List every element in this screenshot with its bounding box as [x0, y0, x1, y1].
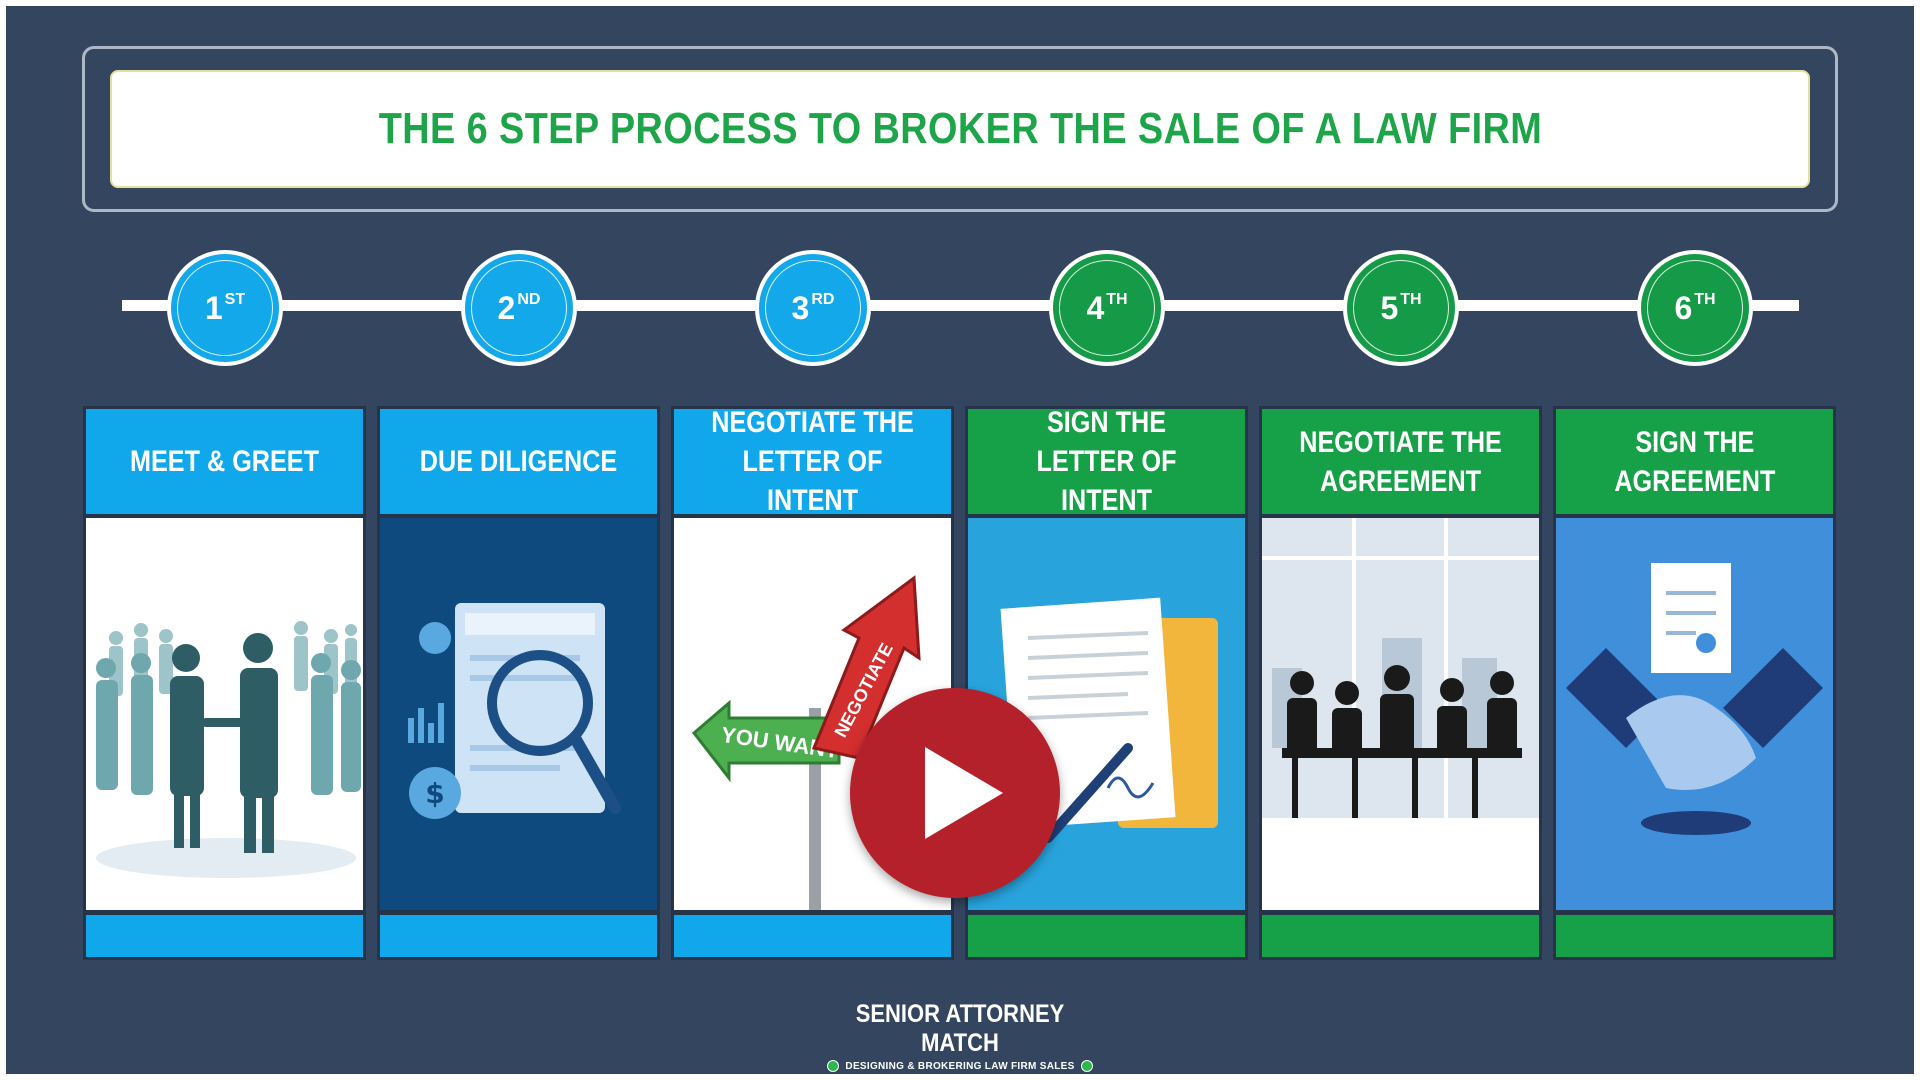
- card-title: MEET & GREET: [129, 445, 319, 478]
- company-logo: SENIOR ATTORNEY MATCH DESIGNING & BROKER…: [800, 1000, 1120, 1072]
- card-title: SIGN THE LETTER OF INTENT: [1036, 406, 1177, 517]
- card-header: MEET & GREET: [86, 409, 363, 514]
- card-footer: [86, 915, 363, 957]
- logo-name: SENIOR ATTORNEY MATCH: [855, 1000, 1065, 1057]
- card-footer: [380, 915, 657, 957]
- card-header: NEGOTIATE THE AGREEMENT: [1262, 409, 1539, 514]
- card-footer: [1556, 915, 1833, 957]
- step-2-card: DUE DILIGENCE $: [377, 406, 660, 960]
- handshake-crowd-illustration: [86, 518, 363, 910]
- card-title: NEGOTIATE THE AGREEMENT: [1299, 425, 1502, 498]
- step-ordinal: TH: [1694, 291, 1716, 308]
- card-title: SIGN THE AGREEMENT: [1613, 425, 1776, 498]
- step-1-card: MEET & GREET: [83, 406, 366, 960]
- card-header: SIGN THE LETTER OF INTENT: [968, 406, 1245, 517]
- step-ordinal: RD: [811, 291, 835, 308]
- card-footer: [968, 915, 1245, 957]
- card-header: SIGN THE AGREEMENT: [1556, 409, 1833, 514]
- play-video-button[interactable]: [850, 688, 1060, 898]
- play-icon: [925, 747, 1003, 839]
- step-6-card: SIGN THE AGREEMENT: [1553, 406, 1836, 960]
- title-frame: [82, 46, 1838, 212]
- card-title: DUE DILIGENCE: [419, 445, 618, 478]
- step-ordinal: TH: [1400, 291, 1422, 308]
- title-box: THE 6 STEP PROCESS TO BROKER THE SALE OF…: [110, 70, 1810, 188]
- page-title: THE 6 STEP PROCESS TO BROKER THE SALE OF…: [378, 104, 1542, 153]
- handshake-contract-illustration: [1556, 518, 1833, 910]
- timeline-line: [122, 300, 1799, 311]
- step-5-card: NEGOTIATE THE AGREEMENT: [1259, 406, 1542, 960]
- svg-text:$: $: [425, 777, 444, 810]
- step-ordinal: ND: [517, 291, 541, 308]
- card-footer: [1262, 915, 1539, 957]
- card-title: NEGOTIATE THE LETTER OF INTENT: [711, 406, 914, 517]
- card-header: DUE DILIGENCE: [380, 409, 657, 514]
- meeting-silhouettes-illustration: [1262, 518, 1539, 910]
- logo-dot-icon: [827, 1060, 840, 1072]
- step-ordinal: TH: [1106, 291, 1128, 308]
- step-ordinal: ST: [224, 291, 246, 308]
- card-footer: [674, 915, 951, 957]
- card-header: NEGOTIATE THE LETTER OF INTENT: [674, 406, 951, 517]
- logo-dot-icon: [1080, 1060, 1093, 1072]
- document-magnifier-illustration: $: [380, 518, 657, 910]
- logo-tagline: DESIGNING & BROKERING LAW FIRM SALES: [845, 1060, 1075, 1072]
- step-4-card: SIGN THE LETTER OF INTENT: [965, 406, 1248, 960]
